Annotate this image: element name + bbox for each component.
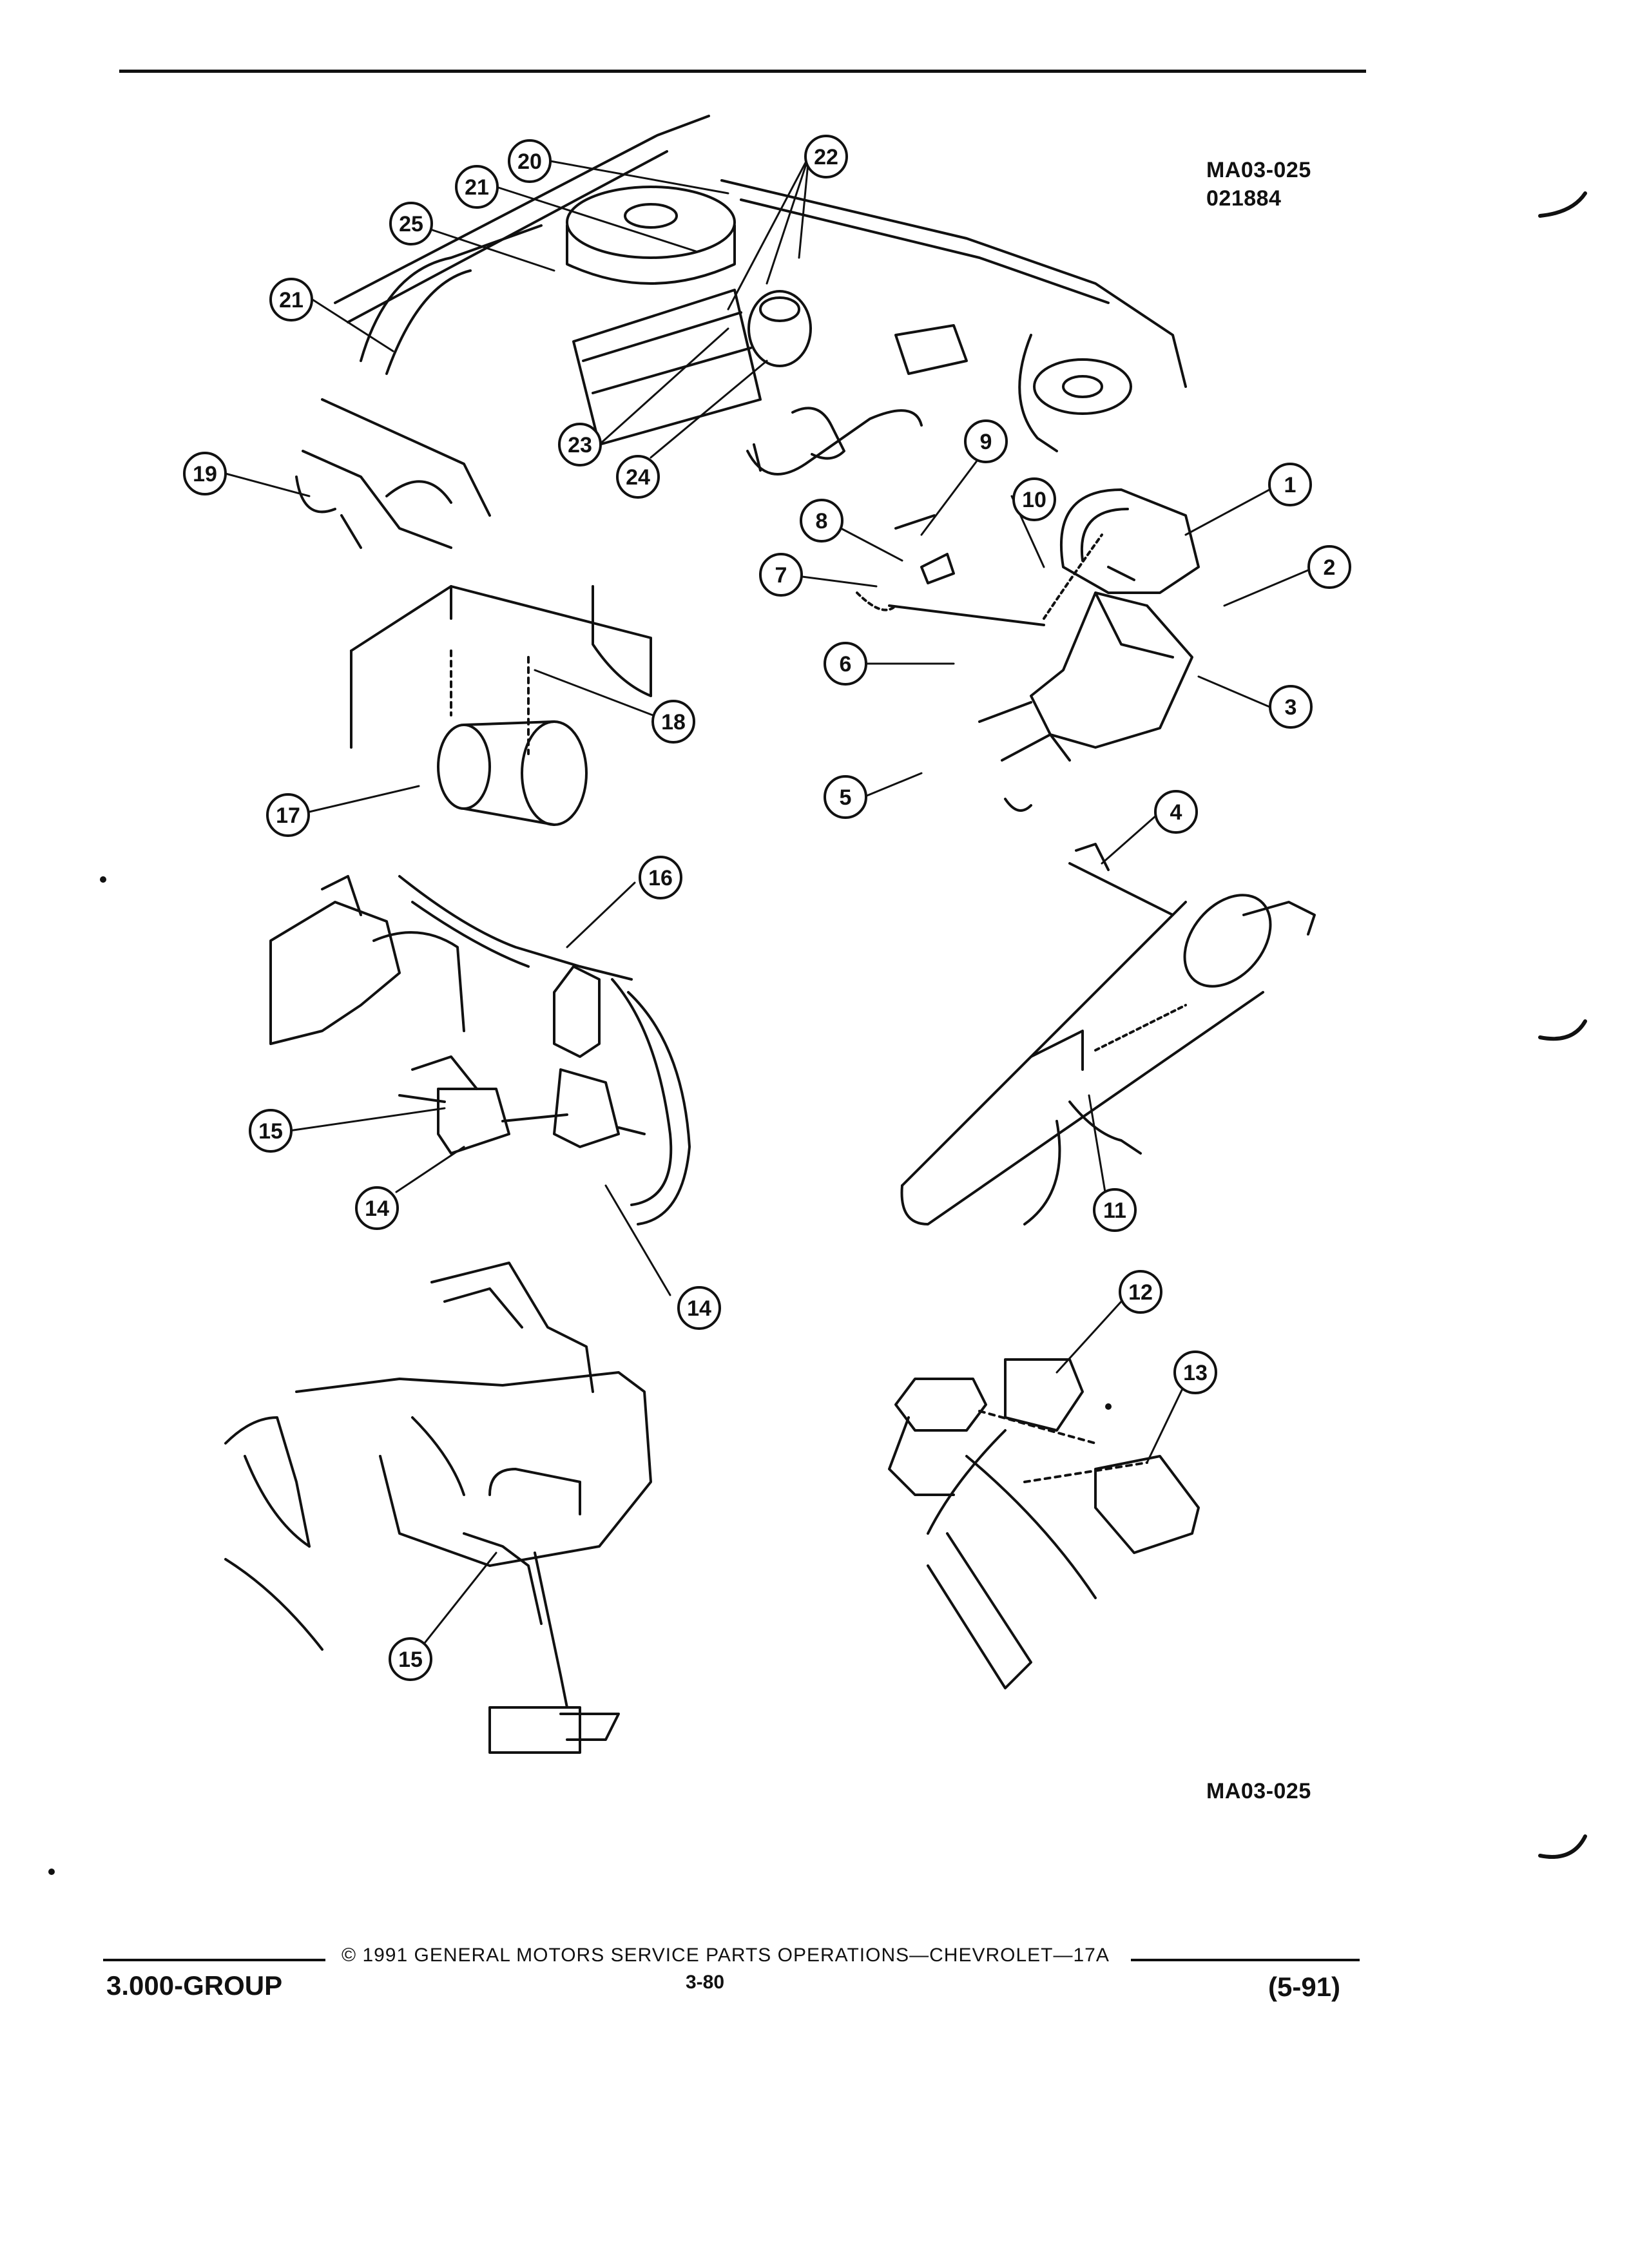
callout-14: 14 — [677, 1286, 721, 1330]
callout-15a: 14 — [355, 1186, 399, 1230]
svg-text:20: 20 — [517, 149, 542, 174]
callout-20: 19 — [183, 452, 227, 495]
svg-text:10: 10 — [1022, 488, 1046, 512]
harness-switch-illustration — [269, 875, 691, 1225]
callout-19: 18 — [651, 700, 695, 744]
callout-16: 15 — [249, 1109, 293, 1153]
svg-text:2: 2 — [1324, 555, 1336, 580]
svg-text:11: 11 — [1103, 1198, 1126, 1223]
svg-text:23: 23 — [568, 433, 592, 457]
callout-3: 3 — [1269, 685, 1313, 729]
callout-25: 25 — [389, 202, 433, 245]
svg-text:7: 7 — [775, 563, 787, 588]
callout-15b: 15 — [389, 1637, 432, 1681]
callout-7: 7 — [759, 553, 803, 597]
svg-text:18: 18 — [661, 710, 686, 735]
svg-text:12: 12 — [1128, 1280, 1153, 1305]
brake-pedal-illustration — [224, 1262, 652, 1754]
callout-12: 12 — [1119, 1270, 1162, 1314]
footer-group-label: 3.000-GROUP — [106, 1970, 283, 2001]
svg-text:6: 6 — [840, 652, 852, 677]
engine-bay-illustration — [295, 115, 1187, 549]
callout-17: 16 — [639, 856, 682, 899]
servo-bracket-illustration — [856, 488, 1200, 812]
svg-text:16: 16 — [648, 866, 673, 890]
callout-21a: 20 — [508, 139, 552, 183]
callout-4: 4 — [1154, 790, 1198, 834]
callout-13: 13 — [1173, 1350, 1217, 1394]
svg-text:14: 14 — [687, 1296, 711, 1321]
figure-code: MA03-025 — [1206, 158, 1311, 182]
callout-6: 6 — [824, 642, 867, 686]
svg-text:15: 15 — [398, 1648, 423, 1672]
bracket-module-illustration — [350, 585, 652, 826]
svg-text:25: 25 — [399, 212, 423, 236]
svg-text:17: 17 — [276, 803, 300, 828]
callout-8: 8 — [800, 499, 843, 543]
callout-22: 22 — [804, 135, 848, 178]
svg-text:9: 9 — [980, 430, 992, 454]
callout-9: 9 — [964, 419, 1008, 463]
svg-text:14: 14 — [365, 1196, 389, 1221]
figure-date: 021884 — [1206, 186, 1282, 211]
svg-text:1: 1 — [1284, 473, 1296, 497]
svg-text:4: 4 — [1170, 800, 1182, 825]
svg-text:15: 15 — [258, 1119, 283, 1144]
callout-5: 5 — [824, 775, 867, 819]
steering-column-illustration — [900, 843, 1316, 1225]
svg-text:3: 3 — [1285, 695, 1297, 720]
svg-text:21: 21 — [279, 288, 304, 312]
module-bracket-illustration — [888, 1358, 1200, 1689]
callout-21b: 21 — [455, 165, 499, 209]
callout-23: 23 — [558, 423, 602, 466]
footer-page-number: 3-80 — [686, 1972, 725, 1993]
callout-1: 1 — [1268, 463, 1312, 506]
svg-text:19: 19 — [193, 462, 217, 486]
footer-revision-date: (5-91) — [1268, 1972, 1341, 2002]
top-rule — [119, 70, 1366, 73]
callout-11: 11 — [1093, 1188, 1137, 1232]
svg-text:5: 5 — [840, 785, 852, 810]
svg-text:22: 22 — [814, 145, 838, 169]
figure-code-bottom: MA03-025 — [1206, 1779, 1311, 1803]
callout-18: 17 — [266, 793, 310, 837]
callout-2: 2 — [1307, 545, 1351, 589]
svg-text:24: 24 — [626, 465, 650, 490]
callout-21c: 21 — [269, 278, 313, 322]
footer-copyright: © 1991 GENERAL MOTORS SERVICE PARTS OPER… — [342, 1945, 1110, 1966]
callout-10: 10 — [1012, 477, 1056, 521]
footer-rule-left — [103, 1959, 325, 1961]
callout-24: 24 — [616, 455, 660, 499]
callout-markers: 20 21 25 21 22 23 24 19 9 10 8 7 1 2 3 6… — [183, 135, 1351, 1681]
page-edge-marks — [1538, 191, 1587, 1859]
svg-text:8: 8 — [816, 509, 828, 533]
svg-text:13: 13 — [1183, 1361, 1208, 1385]
svg-text:21: 21 — [465, 175, 489, 200]
speck-marks — [48, 876, 1112, 1875]
footer-rule-right — [1131, 1959, 1360, 1961]
